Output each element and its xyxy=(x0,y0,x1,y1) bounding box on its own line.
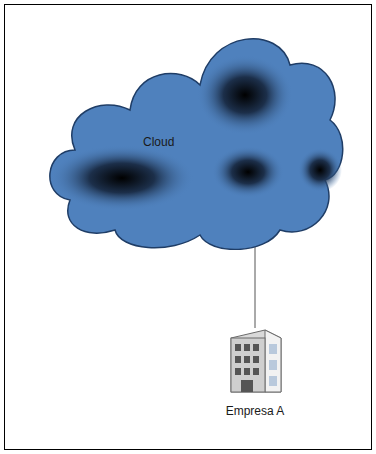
node-label: Empresa A xyxy=(226,404,285,418)
cloud-shape xyxy=(40,10,345,250)
connector-line xyxy=(255,238,256,328)
building-node: Empresa A xyxy=(215,328,295,423)
node-label: Cloud xyxy=(143,135,174,149)
building-icon xyxy=(225,328,285,394)
cloud-node: Cloud xyxy=(40,10,345,250)
